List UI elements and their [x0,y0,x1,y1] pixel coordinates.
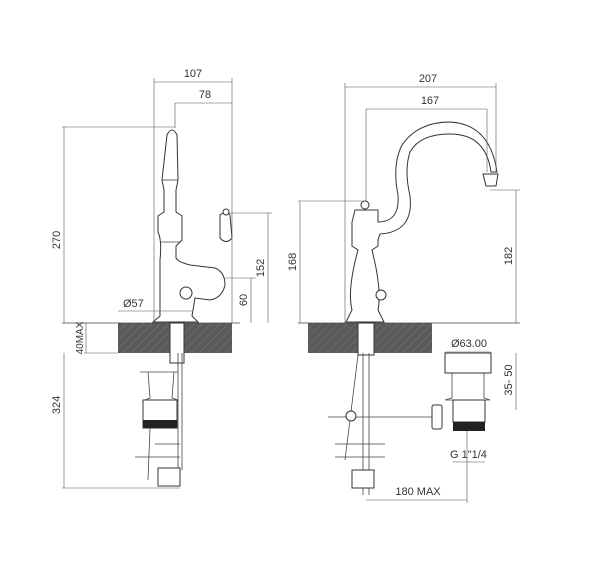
svg-text:152: 152 [255,259,267,277]
dimension-107: 107 [153,68,233,323]
svg-text:270: 270 [51,231,63,249]
dimension-167: 167 [365,95,488,202]
svg-text:60: 60 [238,294,250,306]
faucet-right [328,121,499,503]
svg-text:167: 167 [421,95,439,107]
svg-text:Ø57: Ø57 [123,298,144,310]
svg-text:Ø63.00: Ø63.00 [451,338,487,350]
dimension-40max: 40MAX [75,321,118,354]
right-view: 207 167 168 182 Ø63.00 35- 50 G 1" [287,73,520,503]
dimension-35-50: 35- 50 [503,353,517,410]
dimension-270: 270 [51,126,175,323]
dimension-207: 207 [344,73,497,323]
dimension-thread: G 1"1/4 [450,449,487,463]
svg-text:78: 78 [199,89,211,101]
dimension-diameter-63: Ø63.00 [445,338,491,353]
svg-text:107: 107 [184,68,202,80]
dimension-78: 78 [174,89,232,128]
svg-text:35- 50: 35- 50 [503,364,515,395]
dimension-168: 168 [287,200,366,323]
svg-text:324: 324 [51,396,63,414]
svg-text:40MAX: 40MAX [75,321,86,354]
dimension-152: 152 [228,212,272,323]
left-view: 107 78 270 152 60 Ø57 40MAX [51,68,272,489]
svg-text:182: 182 [503,247,515,265]
svg-text:G 1"1/4: G 1"1/4 [450,449,487,461]
dimension-diameter-57: Ø57 [118,298,192,312]
svg-text:207: 207 [419,73,437,85]
svg-text:180 MAX: 180 MAX [395,486,441,498]
svg-text:168: 168 [287,253,299,271]
dimension-60: 60 [225,277,256,323]
dimension-182: 182 [490,189,520,323]
dimension-324: 324 [51,353,180,489]
faucet-left [135,129,233,487]
dimension-180max: 180 MAX [366,486,467,501]
